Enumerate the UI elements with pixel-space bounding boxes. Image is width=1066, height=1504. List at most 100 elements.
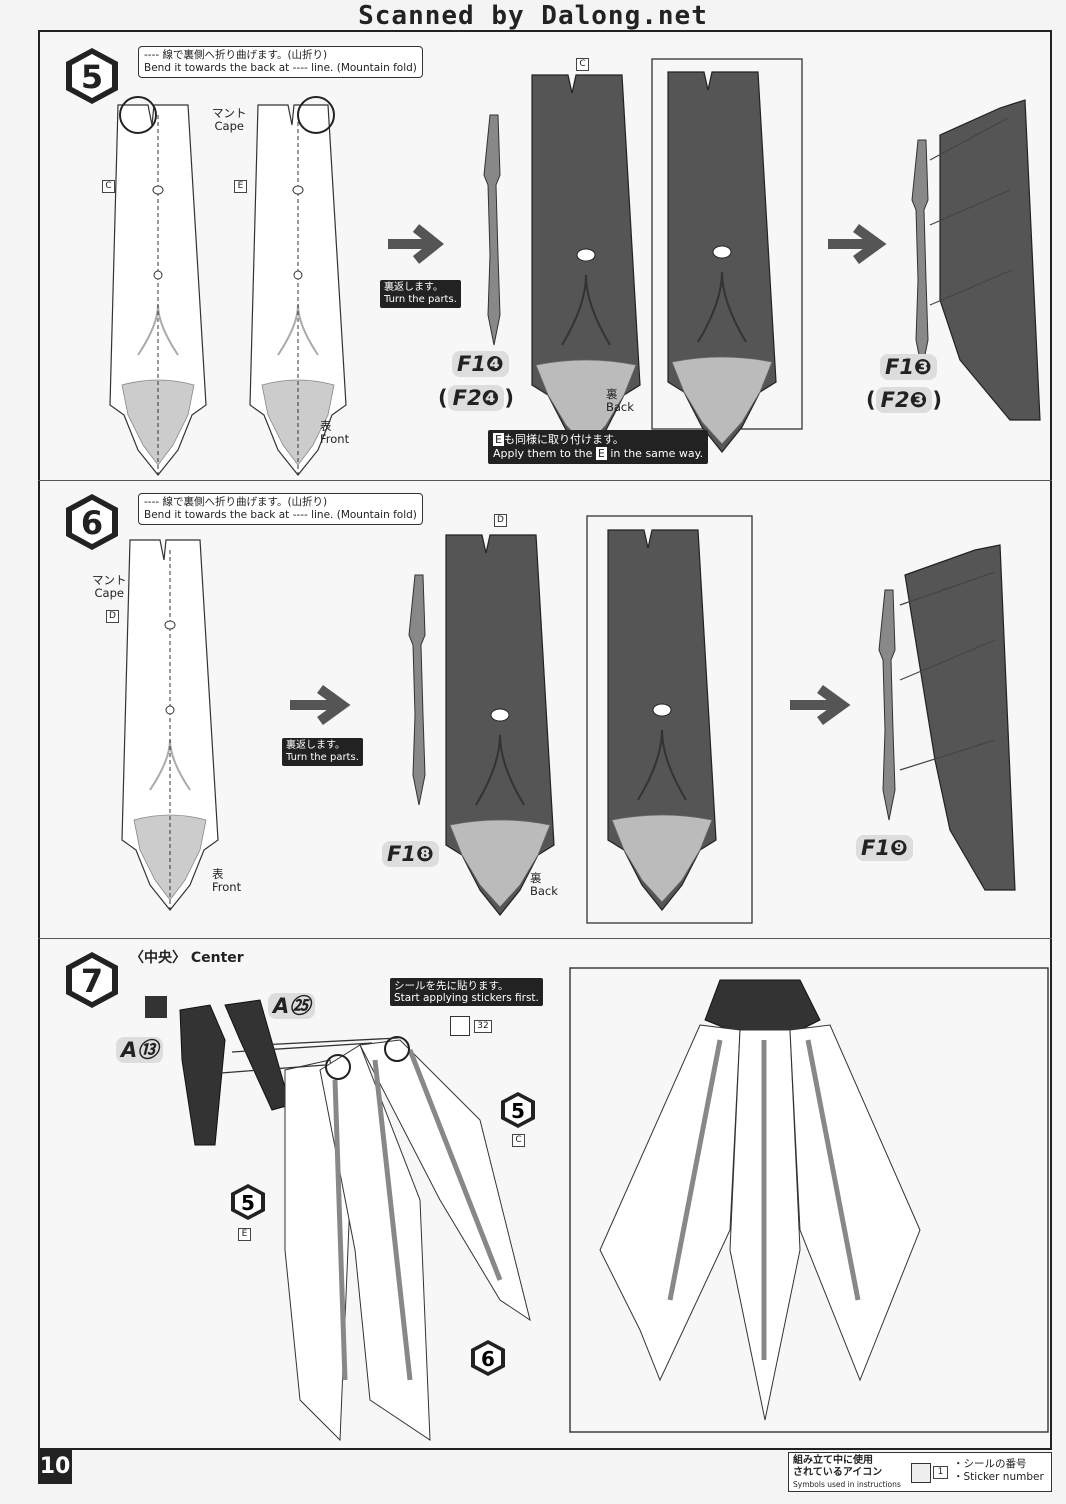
back-en: Back xyxy=(530,884,558,898)
part-c-box: C xyxy=(102,180,115,193)
code-number: ❽ xyxy=(415,842,434,866)
front-en: Front xyxy=(320,432,350,446)
same-box: E xyxy=(493,433,504,446)
part-code-f2-3: (F2❸) xyxy=(866,387,942,413)
same-way-en: Apply them to the E in the same way. xyxy=(493,447,703,461)
cape-en: Cape xyxy=(94,586,124,600)
back-ja: 裏 xyxy=(606,387,618,401)
cape-ja: マント xyxy=(92,573,127,587)
step-7-number: 7 xyxy=(81,962,103,1000)
fold-note-en: Bend it towards the back at ---- line. (… xyxy=(144,62,417,74)
step-6-number: 6 xyxy=(81,504,103,542)
step-5-turn-tag: 裏返します。 Turn the parts. xyxy=(380,280,461,308)
part-code-f1-4: F1❹ xyxy=(452,351,509,377)
step-5-badge: 5 xyxy=(66,48,118,104)
step-6-back-label: 裏 Back xyxy=(530,872,558,898)
part-e-box: E xyxy=(234,180,247,193)
part-code-f1-9: F1❾ xyxy=(856,835,913,861)
same-ja-text: も同様に取り付けます。 xyxy=(503,433,624,446)
cape-en: Cape xyxy=(214,119,244,133)
scan-banner: Scanned by Dalong.net xyxy=(358,1,708,31)
sticker-ja: シールを先に貼ります。 xyxy=(394,980,509,992)
part-c-box: C xyxy=(576,58,589,71)
sticker-first-tag: シールを先に貼ります。 Start applying stickers firs… xyxy=(390,978,543,1006)
ref-step-5-badge-c: 5 xyxy=(501,1092,535,1128)
part-code-f1-3: F1❸ xyxy=(880,354,937,380)
step-6-fold-note: ---- 線で裏側へ折り曲げます。(山折り) Bend it towards t… xyxy=(138,493,423,525)
legend-title-en: Symbols used in instructions xyxy=(793,1480,901,1489)
code-label: F1 xyxy=(885,355,914,379)
title-en: Center xyxy=(190,950,244,966)
legend-number-box: 1 xyxy=(933,1466,948,1479)
step-5-back-label: 裏 Back xyxy=(606,388,634,414)
step-6-turn-tag: 裏返します。 Turn the parts. xyxy=(282,738,363,766)
step-6-cape-label: マント Cape xyxy=(92,574,127,600)
step-divider xyxy=(38,480,1052,481)
back-ja: 裏 xyxy=(530,871,542,885)
back-en: Back xyxy=(606,400,634,414)
code-label: F2 xyxy=(452,386,482,410)
code-number: ❸ xyxy=(909,388,928,412)
ref-number: 5 xyxy=(511,1099,525,1123)
turn-en: Turn the parts. xyxy=(384,294,457,305)
part-code-a13: A⑬ xyxy=(116,1034,164,1064)
part-d-box: D xyxy=(494,514,507,527)
code-label: A xyxy=(121,1038,138,1062)
code-number: ❹ xyxy=(485,352,504,376)
code-number: ㉕ xyxy=(289,994,311,1018)
turn-en: Turn the parts. xyxy=(286,752,359,763)
step-divider xyxy=(38,938,1052,939)
title-ja: 〈中央〉 xyxy=(130,950,186,966)
part-code-f2-4: (F2❹) xyxy=(438,385,514,411)
part-d-box: D xyxy=(106,610,119,623)
turn-ja: 裏返します。 xyxy=(384,282,443,293)
legend-sticker-icon xyxy=(911,1463,931,1483)
step-5-fold-note: ---- 線で裏側へ折り曲げます。(山折り) Bend it towards t… xyxy=(138,46,423,78)
part-e-box: E xyxy=(238,1228,251,1241)
front-en: Front xyxy=(212,880,242,894)
code-label: F1 xyxy=(387,842,416,866)
cape-ja: マント xyxy=(212,106,247,120)
code-label: F2 xyxy=(880,388,910,412)
part-code-f1-8: F1❽ xyxy=(382,841,439,867)
legend-title-ja-1: 組み立て中に使用 xyxy=(793,1455,873,1466)
legend-title-ja-2: されているアイコン xyxy=(793,1467,883,1478)
turn-ja: 裏返します。 xyxy=(286,740,345,751)
front-ja: 表 xyxy=(212,867,224,881)
step-7-title: 〈中央〉 Center xyxy=(130,950,244,966)
same-en-post: in the same way. xyxy=(610,447,704,460)
code-label: F1 xyxy=(861,836,890,860)
code-label: F1 xyxy=(457,352,486,376)
code-label: A xyxy=(273,994,290,1018)
ref-step-6-badge: 6 xyxy=(471,1340,505,1376)
code-number: ❸ xyxy=(913,355,932,379)
sticker-icon xyxy=(450,1016,470,1036)
same-en-pre: Apply them to the xyxy=(493,447,593,460)
fold-note-ja: ---- 線で裏側へ折り曲げます。(山折り) xyxy=(144,49,328,61)
ref-number: 5 xyxy=(241,1191,255,1215)
step-6-badge: 6 xyxy=(66,494,118,550)
fold-note-en: Bend it towards the back at ---- line. (… xyxy=(144,509,417,521)
code-number: ⑬ xyxy=(137,1038,159,1062)
front-ja: 表 xyxy=(320,419,332,433)
step-5-cape-label: マント Cape xyxy=(212,107,247,133)
symbols-legend: 組み立て中に使用 されているアイコン Symbols used in instr… xyxy=(788,1452,1052,1492)
part-code-a25: A㉕ xyxy=(268,990,316,1020)
legend-item: ・シールの番号 ・Sticker number xyxy=(953,1458,1044,1484)
page-number: 10 xyxy=(38,1450,72,1484)
step-5-front-label: 表 Front xyxy=(320,420,349,446)
step-6-front-label: 表 Front xyxy=(212,868,241,894)
step-5-number: 5 xyxy=(81,58,103,96)
step-7-badge: 7 xyxy=(66,952,118,1008)
sticker-number-box: 32 xyxy=(474,1020,492,1033)
legend-title: 組み立て中に使用 されているアイコン Symbols used in instr… xyxy=(793,1455,901,1491)
legend-item-en: ・Sticker number xyxy=(953,1471,1044,1483)
legend-item-ja: ・シールの番号 xyxy=(953,1458,1027,1470)
code-number: ❹ xyxy=(481,386,500,410)
ref-number: 6 xyxy=(481,1347,495,1371)
same-box: E xyxy=(595,447,607,460)
fold-note-ja: ---- 線で裏側へ折り曲げます。(山折り) xyxy=(144,496,328,508)
